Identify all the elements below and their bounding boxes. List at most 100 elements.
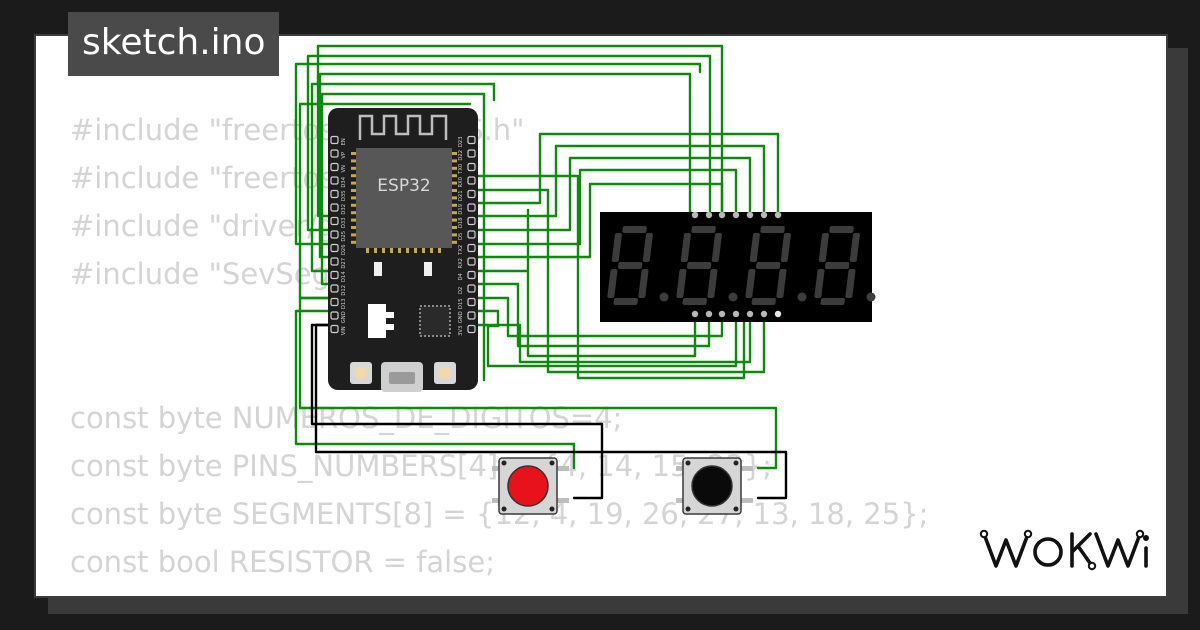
button-leg [492,498,504,503]
seven-segment-display[interactable] [600,211,876,322]
button-cap[interactable] [507,465,549,507]
display-pin[interactable] [705,310,713,318]
header-pin[interactable] [467,135,476,145]
header-pin[interactable] [330,176,339,185]
display-pin[interactable] [718,310,726,318]
button-screw [549,506,555,512]
wire[interactable] [470,208,697,358]
pin-label: D15 [458,298,464,309]
header-pin[interactable] [467,189,476,199]
header-pin[interactable] [467,176,476,185]
module-pad [452,152,457,155]
display-pin[interactable] [760,310,768,318]
display-pin[interactable] [691,310,699,318]
header-pin[interactable] [467,243,476,253]
header-pin[interactable] [330,257,339,266]
display-pin[interactable] [746,310,754,318]
wire[interactable] [470,174,746,380]
header-pin[interactable] [467,324,476,334]
display-pin[interactable] [732,211,740,219]
wire[interactable] [470,312,752,364]
display-pin[interactable] [718,211,726,219]
antenna-trace [358,114,448,140]
right-header-pins[interactable] [467,135,476,334]
digit [676,226,722,305]
display-pin[interactable] [746,211,754,219]
module-pad [398,248,401,253]
display-pin[interactable] [774,310,782,318]
header-pin[interactable] [467,270,476,280]
display-pins[interactable] [691,211,782,318]
button-screw [685,506,691,512]
module-pad [438,248,441,253]
header-pin[interactable] [467,297,476,307]
segment [711,233,722,262]
display-pin[interactable] [774,211,782,219]
pin-label: D33 [341,217,347,228]
header-pin[interactable] [467,311,476,320]
button-screw [733,506,739,512]
segment [607,269,618,298]
wire[interactable] [306,54,712,232]
wire[interactable] [470,132,780,217]
wire[interactable] [470,168,738,246]
wire[interactable] [470,156,752,232]
esp32-board[interactable]: ESP32 ENVPVND34D35D32D33D25D26D27D14D12D… [328,108,478,392]
header-pin[interactable] [330,311,339,320]
header-pin[interactable] [467,257,476,266]
wire[interactable] [470,296,724,338]
wire[interactable] [470,188,766,374]
header-pin[interactable] [467,149,476,158]
button-cap[interactable] [691,465,733,507]
header-pin[interactable] [330,270,339,280]
header-pin[interactable] [330,149,339,158]
header-pin[interactable] [330,162,339,172]
esp32-module [356,148,452,248]
header-pin[interactable] [330,284,339,293]
left-header-pins[interactable] [330,135,339,334]
display-pin[interactable] [732,310,740,318]
button-leg [741,466,753,471]
display-pin[interactable] [760,211,768,219]
header-pin[interactable] [467,203,476,212]
segment [642,233,653,262]
segment [760,226,785,233]
display-pin[interactable] [705,211,713,219]
file-tab[interactable]: sketch.ino [68,12,280,76]
display-pin[interactable] [691,211,699,219]
header-pin[interactable] [330,189,339,199]
module-pad [351,152,356,155]
module-pad [351,196,356,200]
wire[interactable] [310,82,496,273]
module-pad [452,181,457,185]
header-pin[interactable] [467,230,476,239]
wire[interactable] [316,44,724,218]
pushbutton-red[interactable] [492,457,569,515]
pushbutton-black[interactable] [676,457,753,515]
button-screw [501,506,507,512]
module-pad [351,233,356,237]
header-pin[interactable] [330,297,339,307]
header-pin[interactable] [330,203,339,212]
header-pin[interactable] [330,324,339,334]
segment [749,233,760,262]
wire[interactable] [470,182,724,259]
wire[interactable] [298,296,778,470]
header-pin[interactable] [467,284,476,293]
wire[interactable] [294,62,702,246]
pin-label: D4 [458,272,464,280]
header-pin[interactable] [467,216,476,226]
header-pin[interactable] [330,135,339,145]
header-pin[interactable] [467,162,476,172]
header-pin[interactable] [330,230,339,239]
pin-label: VN [341,165,347,173]
segment [829,226,854,233]
wire[interactable] [314,323,788,500]
button-leg [557,498,569,503]
digit [814,226,860,305]
header-pin[interactable] [330,243,339,253]
wire[interactable] [470,144,766,218]
header-pin[interactable] [330,216,339,226]
pin-label: RX2 [458,258,464,268]
module-pads [351,152,457,253]
